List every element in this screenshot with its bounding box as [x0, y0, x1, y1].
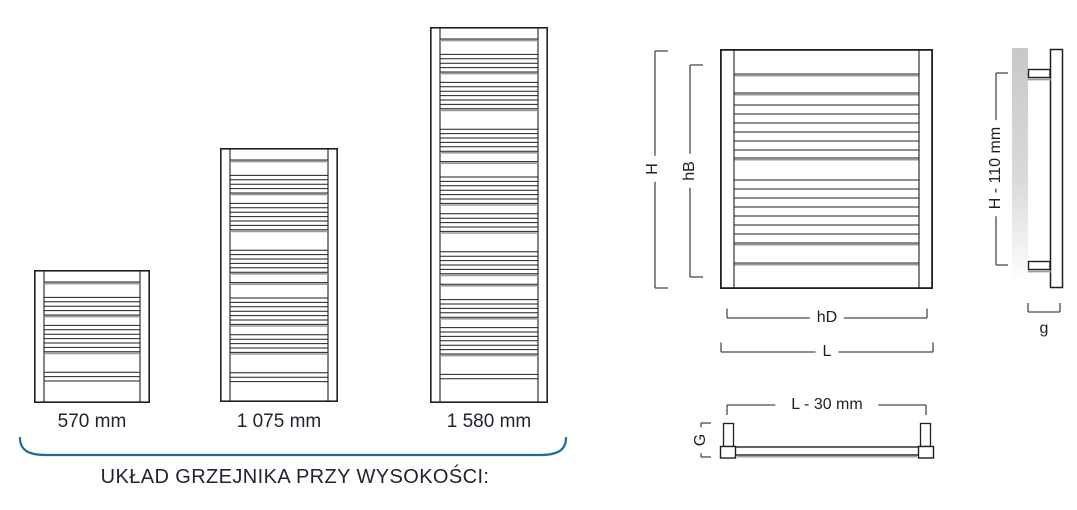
dim-label-total-height-H: H: [642, 156, 664, 182]
dim-label-collector-depth-G: G: [690, 426, 712, 454]
diagram-caption: UKŁAD GRZEJNIKA PRZY WYSOKOŚCI:: [100, 466, 490, 488]
radiator-height-label-570: 570 mm: [57, 411, 127, 432]
dim-label-inner-height-hB: hB: [679, 154, 701, 188]
dim-label-inner-width-hD: hD: [809, 307, 845, 329]
top-view-drawing: [719, 422, 935, 459]
radiator-medium: [220, 148, 339, 402]
dim-label-mount-spacing-L-30: L - 30 mm: [775, 394, 879, 416]
radiator-large: [429, 26, 548, 403]
dim-label-total-width-L: L: [815, 341, 839, 363]
radiator-height-label-1580: 1 580 mm: [446, 411, 532, 432]
comparison-brace: [18, 436, 568, 457]
side-view-drawing: [1012, 48, 1064, 290]
dim-label-depth-g: g: [1032, 318, 1056, 340]
front-view-drawing: [720, 49, 934, 289]
radiator-small: [33, 269, 151, 403]
dim-label-mount-height-H-110: H - 110 mm: [985, 119, 1007, 217]
radiator-height-label-1075: 1 075 mm: [236, 411, 322, 432]
